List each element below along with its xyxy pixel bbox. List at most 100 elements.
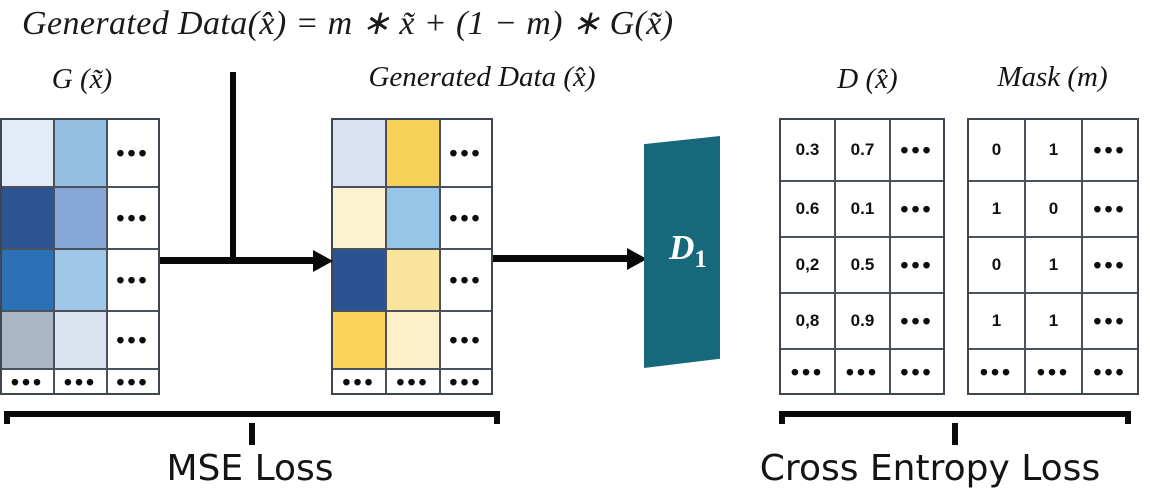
ellipsis-icon: •••	[10, 370, 45, 393]
matrix-cell: •••	[55, 370, 108, 393]
mask-input-connector-line	[230, 72, 236, 262]
matrix-cell: •••	[441, 120, 491, 188]
ellipsis-icon: •••	[900, 196, 934, 222]
ellipsis-icon: •••	[449, 267, 483, 293]
ellipsis-icon: •••	[342, 370, 376, 393]
matrix-cell	[333, 250, 387, 312]
ellipsis-icon: •••	[1093, 196, 1127, 222]
ellipsis-icon: •••	[1093, 358, 1127, 385]
matrix-cell: •••	[1083, 238, 1137, 294]
matrix-cell: 1	[969, 182, 1026, 238]
ellipsis-icon: •••	[396, 370, 430, 393]
cross-entropy-loss-label: Cross Entropy Loss	[759, 448, 1101, 489]
matrix-cell	[387, 250, 441, 312]
generator-to-generated-line	[160, 257, 320, 264]
matrix-cell: •••	[387, 370, 441, 393]
ellipsis-icon: •••	[449, 140, 483, 166]
matrix-generated-data: ••• ••• ••• ••• ••• ••• •••	[331, 118, 493, 395]
matrix-cell: 0.7	[836, 120, 891, 182]
matrix-cell: •••	[891, 238, 943, 294]
matrix-cell: •••	[441, 188, 491, 250]
ellipsis-icon: •••	[900, 358, 934, 385]
matrix-cell: •••	[891, 182, 943, 238]
ellipsis-icon: •••	[449, 327, 483, 353]
matrix-cell: •••	[836, 350, 891, 393]
matrix-cell: 0	[1026, 182, 1083, 238]
matrix-cell: 0,2	[781, 238, 836, 294]
matrix-cell: •••	[1026, 350, 1083, 393]
matrix-cell: •••	[2, 370, 55, 393]
matrix-cell: •••	[441, 312, 491, 370]
ellipsis-icon: •••	[449, 370, 483, 393]
matrix-cell	[333, 312, 387, 370]
discriminator-label-base: D	[669, 228, 695, 267]
matrix-cell	[55, 250, 108, 312]
matrix-cell	[333, 120, 387, 188]
matrix-cell: •••	[781, 350, 836, 393]
ellipsis-icon: •••	[900, 308, 934, 334]
matrix-header-mask: Mask (m)	[997, 61, 1108, 93]
page-title-formula: Generated Data(x̂) = m ∗ x̃ + (1 − m) ∗ …	[22, 5, 674, 42]
arrow-right-icon	[627, 248, 647, 270]
ellipsis-icon: •••	[116, 140, 150, 166]
ellipsis-icon: •••	[900, 252, 934, 278]
matrix-cell	[2, 188, 55, 250]
mse-loss-label: MSE Loss	[166, 448, 334, 489]
ellipsis-icon: •••	[116, 370, 150, 393]
matrix-cell: •••	[1083, 120, 1137, 182]
ellipsis-icon: •••	[900, 137, 934, 163]
matrix-cell	[55, 188, 108, 250]
matrix-cell: 0	[969, 120, 1026, 182]
matrix-cell: 0.9	[836, 294, 891, 350]
ellipsis-icon: •••	[979, 358, 1014, 385]
matrix-cell: •••	[108, 188, 158, 250]
matrix-cell: •••	[1083, 182, 1137, 238]
arrow-right-icon	[313, 250, 333, 272]
matrix-cell: 0.3	[781, 120, 836, 182]
matrix-cell: 0.5	[836, 238, 891, 294]
generated-to-discriminator-line	[493, 255, 633, 262]
matrix-cell	[2, 312, 55, 370]
mse-loss-bracket-stem	[249, 423, 255, 445]
matrix-header-generator-output: G (x̃)	[51, 63, 113, 95]
matrix-cell: 0,8	[781, 294, 836, 350]
ellipsis-icon: •••	[116, 205, 150, 231]
ellipsis-icon: •••	[449, 205, 483, 231]
ellipsis-icon: •••	[63, 370, 98, 393]
matrix-cell	[2, 250, 55, 312]
matrix-header-discriminator-output: D (x̂)	[837, 63, 898, 95]
ellipsis-icon: •••	[1093, 308, 1127, 334]
ellipsis-icon: •••	[845, 358, 880, 385]
ellipsis-icon: •••	[116, 327, 150, 353]
matrix-cell: •••	[441, 370, 491, 393]
matrix-cell: •••	[441, 250, 491, 312]
matrix-cell: •••	[108, 370, 158, 393]
discriminator-label: D1	[655, 228, 721, 280]
matrix-cell: •••	[333, 370, 387, 393]
matrix-cell: •••	[891, 120, 943, 182]
matrix-cell: •••	[108, 250, 158, 312]
matrix-cell	[387, 312, 441, 370]
ellipsis-icon: •••	[116, 267, 150, 293]
matrix-cell: •••	[1083, 294, 1137, 350]
matrix-cell: 0	[969, 238, 1026, 294]
cross-entropy-loss-bracket-stem	[952, 423, 958, 445]
matrix-cell	[55, 312, 108, 370]
matrix-header-generated-data: Generated Data (x̂)	[368, 61, 596, 93]
matrix-cell: 1	[1026, 238, 1083, 294]
ellipsis-icon: •••	[1093, 137, 1127, 163]
matrix-cell	[55, 120, 108, 188]
matrix-cell: 1	[1026, 120, 1083, 182]
matrix-cell: •••	[969, 350, 1026, 393]
matrix-cell: •••	[108, 120, 158, 188]
matrix-cell: 0.1	[836, 182, 891, 238]
discriminator-label-subscript: 1	[694, 246, 707, 273]
ellipsis-icon: •••	[1093, 252, 1127, 278]
ellipsis-icon: •••	[790, 358, 825, 385]
matrix-cell: •••	[891, 294, 943, 350]
ellipsis-icon: •••	[1036, 358, 1071, 385]
matrix-cell: 1	[1026, 294, 1083, 350]
matrix-cell	[387, 188, 441, 250]
